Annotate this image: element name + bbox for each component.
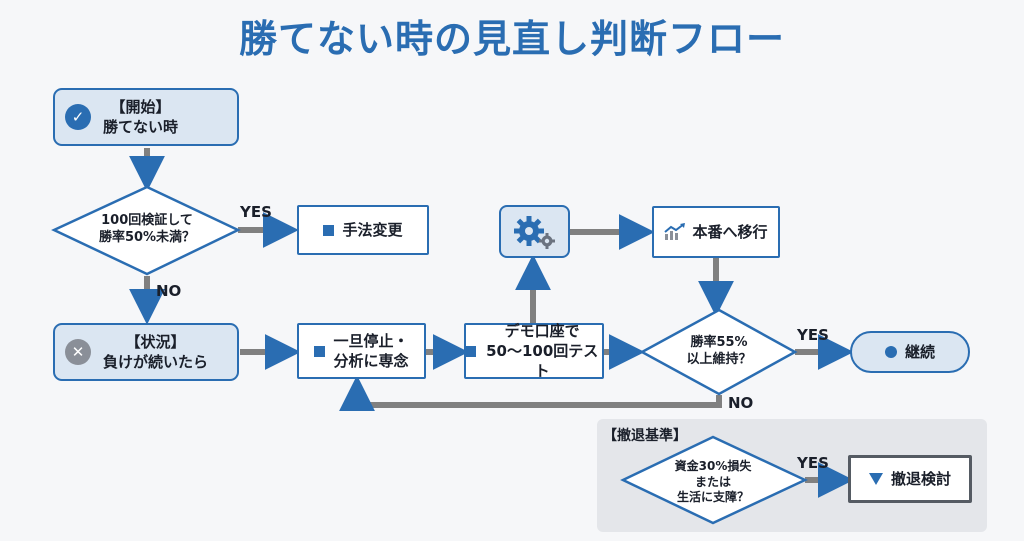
decision-diamond-1 (51, 185, 241, 276)
decision3-label-1: 資金30%損失 (674, 459, 752, 473)
decision3-label-2: または (694, 474, 731, 489)
decision1-label-2: 勝率50%未満？ (98, 229, 196, 245)
gear-node (499, 205, 570, 258)
no-label-1: NO (156, 282, 182, 300)
chart-up-icon (664, 223, 686, 240)
demo-label-2: 50〜100回テスト (486, 341, 599, 381)
decision3-label-3: 生活に支障？ (676, 490, 749, 505)
go-live-label: 本番へ移行 (692, 222, 768, 241)
situation-label-2: 負けが続いたら (103, 353, 209, 371)
decision1-label-1: 100回検証して (101, 213, 193, 228)
no-label-2: NO (728, 394, 754, 412)
decision-diamond-2 (639, 308, 798, 396)
demo-test-node: デモ口座で 50〜100回テスト (464, 321, 604, 381)
go-live-node: 本番へ移行 (652, 206, 780, 258)
decision1-text: 100回検証して 勝率50%未満？ (72, 213, 222, 247)
decision-diamond-3 (620, 435, 808, 525)
pause-label-2: 分析に専念 (333, 352, 409, 370)
withdraw-criteria-label: 【撤退基準】 (603, 428, 687, 444)
continue-label: 継続 (904, 342, 935, 361)
x-circle-icon: ✕ (65, 339, 91, 365)
start-node: ✓ 【開始】 勝てない時 (53, 88, 239, 146)
decision2-label-2: 以上維持？ (686, 351, 752, 367)
yes-label-1: YES (240, 203, 272, 221)
gears-icon (513, 215, 555, 249)
demo-label-1: デモ口座で (504, 321, 580, 340)
decision3-text: 資金30%損失 または 生活に支障？ (648, 459, 778, 506)
triangle-bullet-icon (868, 473, 883, 485)
decision2-label-1: 勝率55% (690, 335, 748, 350)
square-bullet-icon (314, 345, 326, 357)
situation-node: ✕ 【状況】 負けが続いたら (53, 323, 239, 381)
square-bullet-icon (466, 345, 477, 357)
pause-label-1: 一旦停止・ (333, 331, 409, 350)
withdraw-label: 撤退検討 (890, 469, 951, 488)
square-bullet-icon (323, 224, 335, 236)
arrow-decision2-no-loop (339, 375, 722, 412)
page-title: 勝てない時の見直し判断フロー (238, 17, 785, 61)
method-change-label: 手法変更 (342, 220, 403, 239)
method-change-node: 手法変更 (297, 205, 429, 255)
yes-label-2: YES (797, 326, 829, 344)
dot-bullet-icon (884, 346, 897, 358)
withdraw-node: 撤退検討 (848, 455, 972, 503)
decision2-text: 勝率55% 以上維持？ (664, 335, 774, 369)
start-label-2: 勝てない時 (103, 118, 179, 136)
check-circle-icon: ✓ (65, 104, 91, 130)
situation-label-1: 【状況】 (125, 332, 186, 351)
pause-node: 一旦停止・ 分析に専念 (297, 323, 426, 379)
start-label-1: 【開始】 (110, 97, 171, 116)
yes-label-3: YES (797, 454, 829, 472)
continue-node: 継続 (850, 331, 970, 373)
